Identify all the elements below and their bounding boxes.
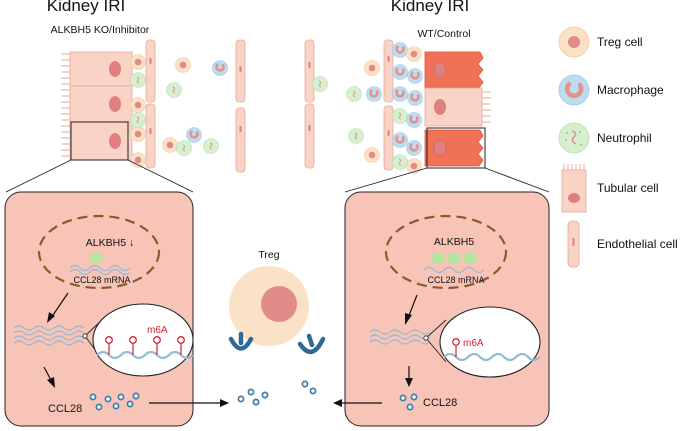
legend-label-endothelial: Endothelial cell	[597, 237, 678, 251]
center-treg-label: Treg	[258, 249, 279, 261]
tubular-cell-icon	[561, 164, 587, 213]
right-alkbh5-label: ALKBH5	[434, 236, 474, 248]
tubular-cell	[69, 121, 133, 161]
mrna-strand	[443, 352, 541, 362]
right-zoom-panel	[344, 191, 550, 427]
ccr10-receptors	[228, 331, 326, 354]
legend-item: Tubular cell	[561, 164, 659, 213]
right-condition-label: WT/Control	[417, 28, 470, 40]
legend-label-treg: Treg cell	[597, 35, 643, 49]
right-title: Kidney IRI	[391, 0, 469, 15]
arrowhead	[333, 399, 342, 407]
legend-label-neutrophil: Neutrophil	[597, 131, 652, 145]
callout-line	[425, 319, 447, 339]
alkbh5-protein-icon	[431, 252, 477, 264]
tubular-cell	[69, 51, 133, 87]
right-m6a-label: m6A	[463, 338, 484, 349]
microvilli-brush-border	[482, 91, 491, 123]
right-tubular-column	[424, 51, 491, 169]
arrowhead	[47, 312, 55, 323]
nuclear-mrna-wave	[423, 266, 485, 274]
endothelial-cell-icon	[567, 220, 580, 268]
injured-tubular-cell	[424, 51, 484, 89]
neutrophil-icon	[558, 122, 590, 154]
arrowhead	[47, 377, 55, 388]
legend-item: Treg cell	[558, 26, 643, 58]
right-mrna-label: CCL28 mRNA	[427, 275, 484, 285]
arrowhead	[405, 378, 413, 387]
legend-label-macrophage: Macrophage	[597, 83, 664, 97]
zoom-box-right	[426, 127, 486, 169]
center-ccl28-dots	[237, 380, 317, 406]
tubular-cell	[424, 87, 483, 127]
legend-item: Endothelial cell	[567, 220, 678, 268]
callout-anchor	[82, 333, 88, 339]
arrowhead	[220, 399, 229, 407]
right-ccl28-label: CCL28	[423, 397, 457, 409]
legend-label-tubular: Tubular cell	[597, 181, 659, 195]
left-ccl28-label: CCL28	[48, 403, 82, 415]
left-alkbh5-label: ALKBH5 ↓	[86, 237, 134, 249]
left-endothelial-strips	[145, 39, 246, 173]
callout-anchor	[423, 335, 429, 341]
microvilli-brush-border	[61, 53, 70, 157]
alkbh5-protein-icon	[89, 252, 103, 264]
treg-nucleus	[261, 286, 297, 322]
endothelial-nuclei	[149, 58, 242, 134]
left-title: Kidney IRI	[47, 0, 125, 15]
zoom-box-left	[70, 121, 129, 161]
callout-line	[425, 337, 447, 363]
left-mrna-label: CCL28 mRNA	[73, 275, 130, 285]
zoom-lines	[5, 159, 550, 193]
cytoplasm-mrna-waves	[369, 329, 431, 345]
legend: Treg cell Macrophage Neutrophil	[558, 26, 678, 268]
cytoplasm-mrna-waves	[13, 325, 85, 346]
left-tubular-column	[61, 51, 133, 161]
left-m6a-label: m6A	[147, 325, 168, 336]
export-arrow	[50, 292, 69, 319]
legend-item: Macrophage	[558, 74, 664, 106]
left-immune-cells	[130, 54, 229, 168]
right-endothelial-strips	[304, 39, 394, 171]
tubular-cell	[69, 85, 133, 123]
right-nucleus	[384, 214, 508, 290]
nuclear-mrna-wave	[69, 264, 131, 276]
left-nucleus	[37, 214, 161, 290]
mrna-strand	[96, 350, 194, 360]
injured-tubular-cell	[424, 129, 484, 167]
export-arrow	[407, 294, 418, 319]
legend-item: Neutrophil	[558, 122, 652, 154]
endothelial-nuclei	[308, 56, 390, 136]
arrowhead	[405, 313, 412, 325]
macrophage-icon	[558, 74, 590, 106]
right-immune-cells	[312, 41, 424, 174]
left-condition-label: ALKBH5 KO/Inhibitor	[51, 24, 150, 36]
treg-cell-icon	[558, 26, 590, 58]
